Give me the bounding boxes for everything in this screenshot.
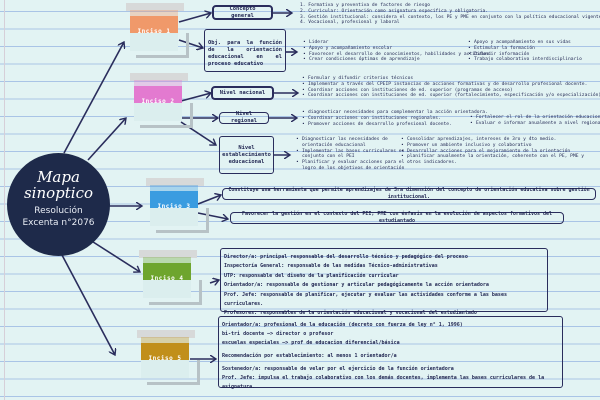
hub-title-line1: Mapa bbox=[37, 168, 80, 186]
list-item: Favorecer el desarrollo de conocimientos… bbox=[302, 52, 492, 58]
nivel-nacional-box: Nivel nacional bbox=[211, 86, 274, 100]
role-line: UTP: responsable del diseño de la planif… bbox=[224, 272, 399, 279]
list-item: Crear condiciones óptimas de aprendizaje bbox=[302, 57, 492, 63]
objetivo-list-col2: Apoyo y acompañamiento en sus vidas Esti… bbox=[467, 40, 582, 63]
objetivo-orientacion-label: Obj. para la función de la orientación e… bbox=[208, 40, 282, 67]
hub-subtitle-line2: Excenta n°2076 bbox=[22, 218, 95, 228]
nivel-nacional-label: Nivel nacional bbox=[219, 89, 266, 96]
nivel-regional-list-col2: Fortalecer el rol de la orientación educ… bbox=[469, 115, 600, 127]
role-line: Prof. Jefe: responsable de planificar, e… bbox=[224, 291, 507, 308]
nivel-regional-list-col1: diagnosticar necesidades para complement… bbox=[301, 110, 488, 127]
list-item: planificar anualmente la orientación, co… bbox=[400, 154, 600, 166]
inciso5-details-box: Orientador/a: profesional de la educació… bbox=[218, 316, 563, 390]
role-line: Inspectoría General: responsable de las … bbox=[224, 263, 438, 270]
topic-label: Inciso 1 bbox=[137, 28, 171, 35]
nivel-establecimiento-label: Nivel establecimiento educacional bbox=[222, 144, 271, 165]
list-item: Planificar y evaluar acciones para el lo… bbox=[295, 160, 405, 172]
topic-inciso-2: Inciso 2 bbox=[130, 73, 198, 128]
nivel-regional-label: Nivel regional bbox=[231, 111, 257, 124]
role-line: Director/a: principal responsable del de… bbox=[224, 254, 468, 260]
detail-line: Sostenedor/a: responsable de velar por e… bbox=[222, 366, 454, 372]
objetivo-list-col1: Liderar Apoyo y acompañamiento escolar F… bbox=[302, 40, 492, 63]
list-item: Trabajo colaborativo interdisciplinario bbox=[467, 57, 582, 63]
topic-label: Inciso 5 bbox=[148, 355, 182, 362]
list-item: Coordinar acciones con instituciones de … bbox=[301, 93, 600, 99]
list-item: Apoyo y acompañamiento en sus vidas bbox=[467, 40, 582, 46]
hub-subtitle-line1: Resolución bbox=[34, 206, 83, 216]
list-item: 2. Curricular: Orientación como asignatu… bbox=[300, 8, 489, 14]
concepto-general-list: 1. Formativa y preventiva de factores de… bbox=[300, 3, 600, 26]
list-item: Formular y difundir criterios técnicos bbox=[301, 76, 600, 82]
list-item: Estimular la formación bbox=[467, 46, 582, 52]
detail-line: Recomendación por establecimiento: al me… bbox=[222, 353, 397, 359]
detail-line: bi-tri docente —> director o profesor bbox=[222, 331, 334, 337]
list-item: Promover acciones de desarrollo profesio… bbox=[301, 122, 488, 128]
inciso3-item1-text: Constituye una herramienta que permite a… bbox=[228, 187, 590, 200]
nivel-establecimiento-list-col1: Diagnosticar las necesidades de orientac… bbox=[295, 137, 405, 172]
notebook-margin-line bbox=[4, 0, 5, 400]
role-line: Orientador/a: responsable de gestionar y… bbox=[224, 282, 489, 289]
list-item: Liderar bbox=[302, 40, 492, 46]
list-item: 3. Gestión institucional: considera el c… bbox=[300, 14, 600, 20]
inciso3-item2-box: Favorecer la gestión en el contexto del … bbox=[230, 211, 564, 224]
list-item: Implementar las bases curriculares en co… bbox=[295, 149, 405, 161]
list-item: Difundir información bbox=[467, 52, 582, 58]
concepto-general-box: Concepto general bbox=[212, 5, 273, 20]
topic-inciso-1: Inciso 1 bbox=[126, 3, 194, 58]
topic-label: Inciso 3 bbox=[157, 203, 191, 210]
detail-line: Orientador/a: profesional de la educació… bbox=[222, 322, 463, 328]
hub-title-line2: sinoptico bbox=[23, 184, 94, 202]
nivel-establecimiento-box: Nivel establecimiento educacional bbox=[219, 136, 274, 174]
list-item: Coordinar acciones con instituciones de … bbox=[301, 88, 600, 94]
nivel-establecimiento-list-col2: Consolidar aprendizajes, intereses de 3r… bbox=[400, 137, 600, 166]
list-item: Consolidar aprendizajes, intereses de 3r… bbox=[400, 137, 600, 143]
objetivo-orientacion-box: Obj. para la función de la orientación e… bbox=[204, 29, 286, 72]
concepto-general-label: Concepto general bbox=[229, 5, 256, 19]
list-item: 1. Formativa y preventiva de factores de… bbox=[300, 3, 430, 8]
role-line: Profesores: responsables de la orientaci… bbox=[224, 310, 477, 317]
list-item: Coordinar acciones con instituciones reg… bbox=[301, 116, 488, 122]
list-item: diagnosticar necesidades para complement… bbox=[301, 110, 488, 116]
topic-color-bar bbox=[134, 86, 182, 103]
topic-label: Inciso 4 bbox=[150, 275, 184, 282]
topic-inciso-4: Inciso 4 bbox=[139, 250, 207, 305]
inciso3-item1-box: Constituye una herramienta que permite a… bbox=[222, 187, 596, 200]
topic-inciso-5: Inciso 5 bbox=[137, 330, 205, 385]
list-item: Fortalecer el rol de la orientación educ… bbox=[469, 115, 600, 121]
topic-color-bar bbox=[143, 263, 191, 280]
list-item: 4. Vocacional, profesional y laboral bbox=[300, 20, 400, 26]
topic-label: Inciso 2 bbox=[141, 98, 175, 105]
list-item: Desarrollar acciones para el mejoramient… bbox=[400, 149, 600, 155]
nivel-regional-box: Nivel regional bbox=[219, 111, 269, 124]
topic-color-bar bbox=[150, 191, 198, 208]
topic-inciso-3: Inciso 3 bbox=[146, 178, 214, 233]
inciso3-item2-text: Favorecer la gestión en el contexto del … bbox=[241, 211, 553, 224]
list-item: Evaluar e informar anualmente a nivel re… bbox=[469, 121, 600, 127]
topic-color-bar bbox=[141, 343, 189, 360]
topic-color-bar bbox=[130, 16, 178, 33]
detail-line: Prof. Jefe: impulsa el trabajo colaborat… bbox=[222, 375, 545, 390]
detail-line: escuelas especiales —> prof de educacion… bbox=[222, 340, 400, 346]
nivel-nacional-list: Formular y difundir criterios técnicos I… bbox=[301, 76, 600, 99]
inciso4-roles-box: Director/a: principal responsable del de… bbox=[220, 248, 548, 316]
list-item: Diagnosticar las necesidades de orientac… bbox=[295, 137, 405, 149]
list-item: Promover un ambiente inclusivo y colabor… bbox=[400, 143, 600, 149]
list-item: Implementar a través del CPEIP instancia… bbox=[301, 82, 600, 88]
list-item: Apoyo y acompañamiento escolar bbox=[302, 46, 492, 52]
